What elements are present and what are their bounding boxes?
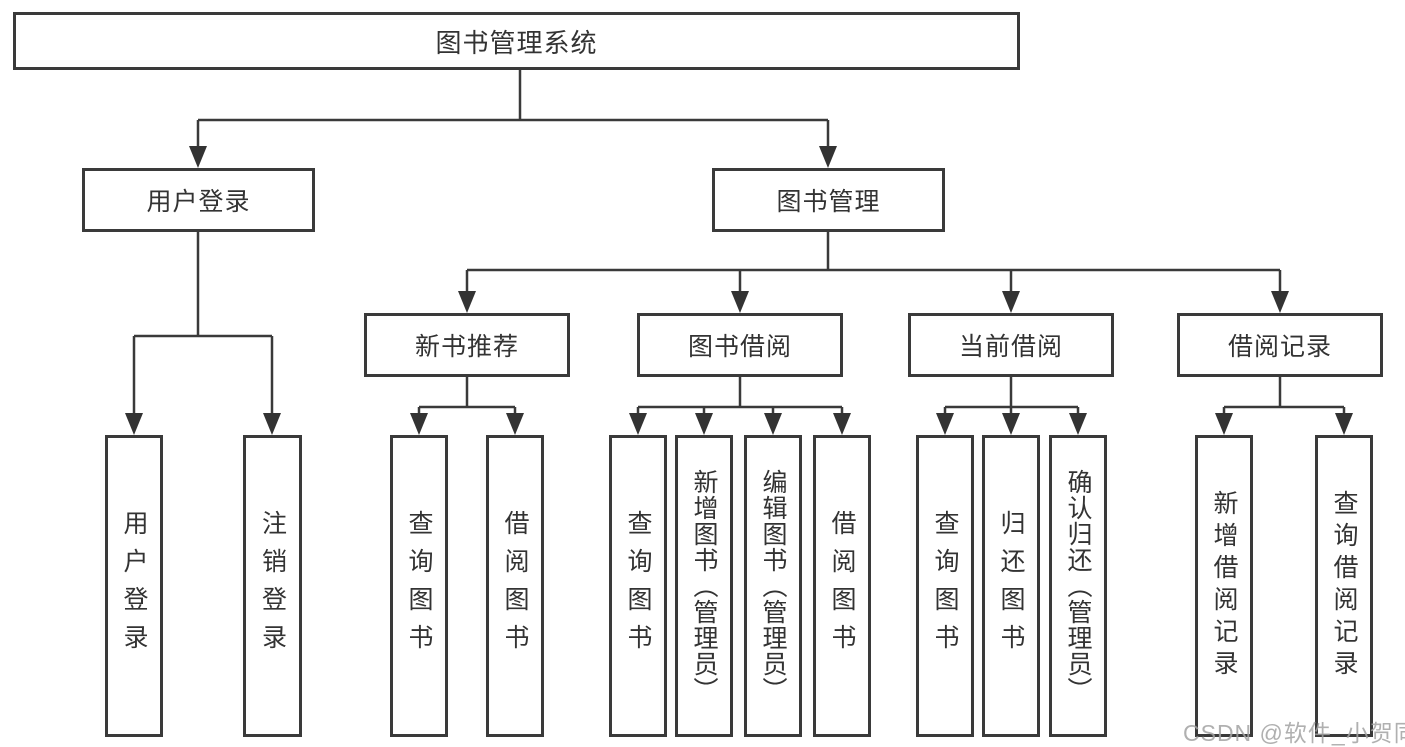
node-root-library-system: 图书管理系统 [13, 12, 1020, 70]
node-borrow-record: 借阅记录 [1177, 313, 1383, 377]
csdn-watermark: CSDN @软件_小贺同学 [1183, 720, 1405, 746]
node-leaf-query-book-1: 查询图书 [390, 435, 448, 737]
node-leaf-borrow-book-2: 借阅图书 [813, 435, 871, 737]
node-leaf-return-book: 归还图书 [982, 435, 1040, 737]
node-leaf-query-borrow-record: 查询借阅记录 [1315, 435, 1373, 737]
node-leaf-add-book-admin: 新增图书（管理员） [675, 435, 733, 737]
node-leaf-edit-book-admin: 编辑图书（管理员） [744, 435, 802, 737]
node-leaf-confirm-return-admin: 确认归还（管理员） [1049, 435, 1107, 737]
node-current-borrow: 当前借阅 [908, 313, 1114, 377]
node-leaf-add-borrow-record: 新增借阅记录 [1195, 435, 1253, 737]
node-leaf-logout: 注销登录 [243, 435, 302, 737]
node-leaf-borrow-book-1: 借阅图书 [486, 435, 544, 737]
node-user-login: 用户登录 [82, 168, 315, 232]
node-book-management: 图书管理 [712, 168, 945, 232]
node-book-borrow: 图书借阅 [637, 313, 843, 377]
node-leaf-query-book-3: 查询图书 [916, 435, 974, 737]
node-new-book-recommend: 新书推荐 [364, 313, 570, 377]
node-leaf-user-login: 用户登录 [105, 435, 163, 737]
node-leaf-query-book-2: 查询图书 [609, 435, 667, 737]
